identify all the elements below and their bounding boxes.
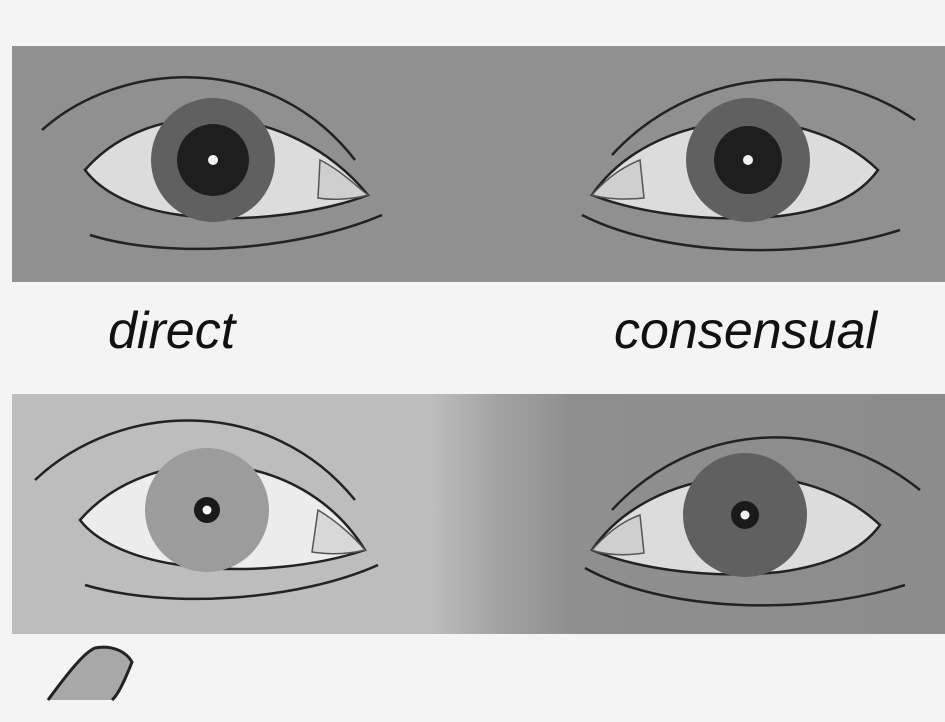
top-left-lower-lid — [90, 215, 382, 249]
top-right-light-reflex — [743, 155, 753, 165]
top-left-light-reflex — [208, 155, 218, 165]
bottom-left-eye — [35, 421, 378, 599]
bottom-right-eye — [585, 437, 920, 605]
top-left-eye — [42, 77, 382, 249]
bottom-right-light-reflex — [741, 511, 750, 520]
bottom-left-light-reflex — [203, 506, 212, 515]
top-left-caruncle — [318, 160, 368, 199]
penlight-icon — [48, 647, 132, 700]
top-right-eye — [582, 80, 915, 250]
